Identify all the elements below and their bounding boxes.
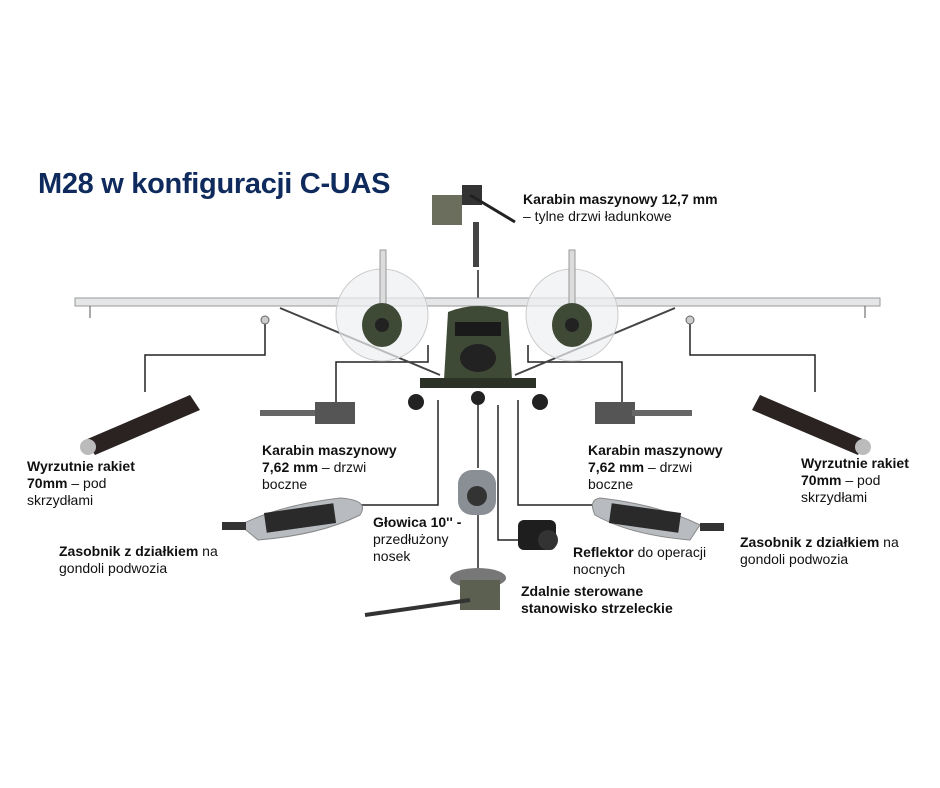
page-title: M28 w konfiguracji C-UAS [38,168,391,200]
label-remote-weapon-station: Zdalnie sterowane stanowisko strzeleckie [521,583,673,616]
label-side-mg-left: Karabin maszynowy 7,62 mm – drzwi boczne [262,442,397,492]
label-searchlight: Reflektor do operacji nocnych [573,544,707,577]
side-machine-gun-right-image [595,402,692,424]
rear-machine-gun-image [432,185,516,267]
label-gun-pod-right: Zasobnik z działkiem na gondoli podwozia [740,534,899,567]
rocket-launcher-right-image [752,395,871,455]
label-rear-machine-gun: Karabin maszynowy 12,7 mm – tylne drzwi … [523,191,718,224]
aircraft [74,249,881,410]
searchlight-image [518,520,558,550]
remote-weapon-station-image [364,568,506,617]
gun-pod-right-image [591,497,724,541]
connector-lines [144,270,816,570]
rocket-launcher-left-image [80,395,200,455]
label-side-mg-right: Karabin maszynowy 7,62 mm – drzwi boczne [588,442,723,492]
label-gun-pod-left: Zasobnik z działkiem na gondoli podwozia [59,543,218,576]
label-sensor-head: Głowica 10'' - przedłużony nosek [373,514,462,564]
label-rockets-left: Wyrzutnie rakiet 70mm – pod skrzydłami [27,458,135,508]
gun-pod-left-image [222,497,363,541]
side-machine-gun-left-image [260,402,355,424]
label-rockets-right: Wyrzutnie rakiet 70mm – pod skrzydłami [801,455,909,505]
sensor-head-image [458,470,496,515]
